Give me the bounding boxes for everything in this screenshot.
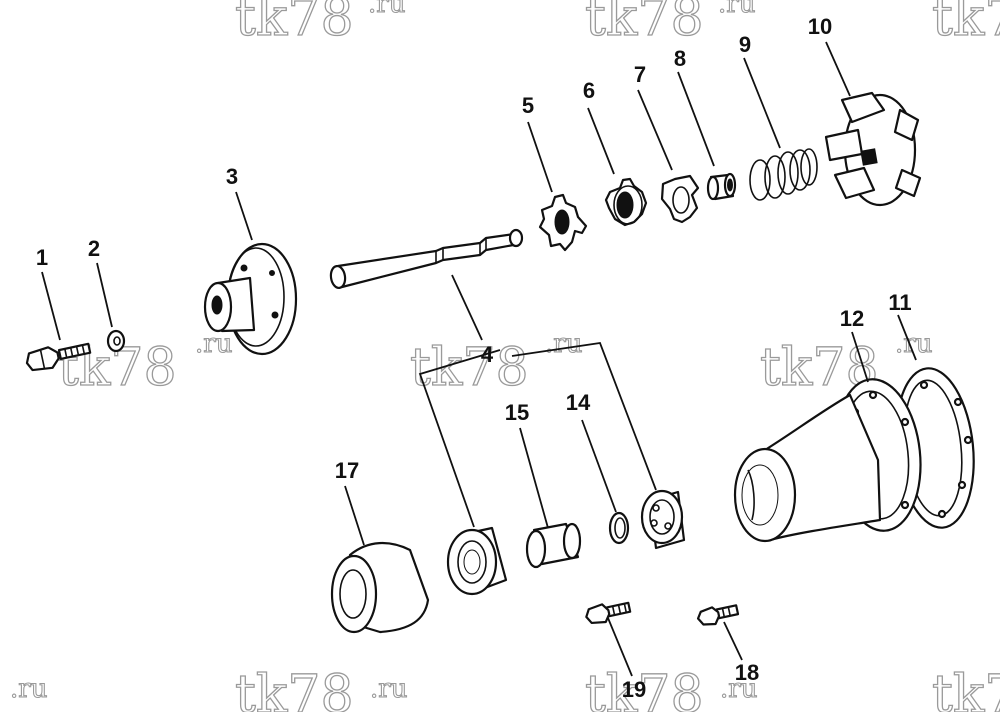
callout-19: 19 bbox=[622, 677, 646, 702]
watermark-brand: tk78 bbox=[932, 0, 1000, 48]
callout-18: 18 bbox=[735, 660, 759, 685]
callout-2: 2 bbox=[88, 236, 100, 261]
watermark-brand: tk78 bbox=[235, 0, 354, 48]
watermark-suffix: .ru bbox=[545, 329, 582, 359]
callout-3: 3 bbox=[226, 164, 238, 189]
callout-11: 11 bbox=[888, 290, 911, 315]
callout-5: 5 bbox=[522, 93, 534, 118]
part-8-bushing bbox=[706, 172, 737, 201]
part-14-snap-ring bbox=[608, 511, 630, 545]
watermark-suffix: .ru bbox=[720, 674, 757, 704]
callout-14: 14 bbox=[566, 390, 591, 415]
callout-1: 1 bbox=[36, 245, 48, 270]
part-6-nut bbox=[604, 177, 648, 227]
watermark-brand: tk78 bbox=[932, 665, 1000, 712]
watermark-brand: tk78 bbox=[585, 665, 704, 712]
part-3-flange-hub bbox=[203, 242, 298, 356]
part-12-pump-housing bbox=[733, 378, 922, 543]
callout-12: 12 bbox=[840, 306, 864, 331]
part-9-spring bbox=[749, 148, 818, 201]
watermark-brand: tk78 bbox=[585, 0, 704, 48]
part-1-bolt bbox=[25, 342, 92, 372]
part-5-lock-washer bbox=[538, 193, 588, 252]
callout-10: 10 bbox=[808, 14, 832, 39]
part-10-impeller bbox=[824, 91, 922, 207]
part-18-bolt bbox=[696, 604, 740, 626]
watermark-brand: tk78 bbox=[410, 338, 529, 398]
callout-4: 4 bbox=[481, 342, 494, 367]
part-2-washer bbox=[106, 329, 126, 353]
callout-9: 9 bbox=[739, 32, 751, 57]
part-bearing-right bbox=[640, 489, 686, 550]
watermark-suffix: .ru bbox=[195, 329, 232, 359]
part-19-bolt bbox=[585, 601, 632, 625]
watermark-suffix: .ru bbox=[368, 0, 405, 19]
leader-lines bbox=[41, 41, 917, 677]
part-bearing-left bbox=[446, 526, 508, 596]
callout-15: 15 bbox=[505, 400, 529, 425]
part-4-shaft bbox=[329, 228, 524, 290]
callout-labels: 1 2 3 4 5 6 7 8 9 10 11 12 14 15 17 18 1… bbox=[36, 14, 912, 702]
callout-8: 8 bbox=[674, 46, 686, 71]
part-7-retainer bbox=[660, 174, 700, 224]
callout-7: 7 bbox=[634, 62, 646, 87]
watermark-suffix: .ru bbox=[370, 674, 407, 704]
watermark-brand: tk78 bbox=[235, 665, 354, 712]
watermark-suffix: .ru bbox=[718, 0, 755, 19]
part-15-sleeve bbox=[525, 522, 582, 569]
callout-6: 6 bbox=[583, 78, 595, 103]
callout-17: 17 bbox=[335, 458, 359, 483]
part-17-cup-seal bbox=[330, 541, 430, 634]
watermark-suffix: .ru bbox=[10, 674, 47, 704]
